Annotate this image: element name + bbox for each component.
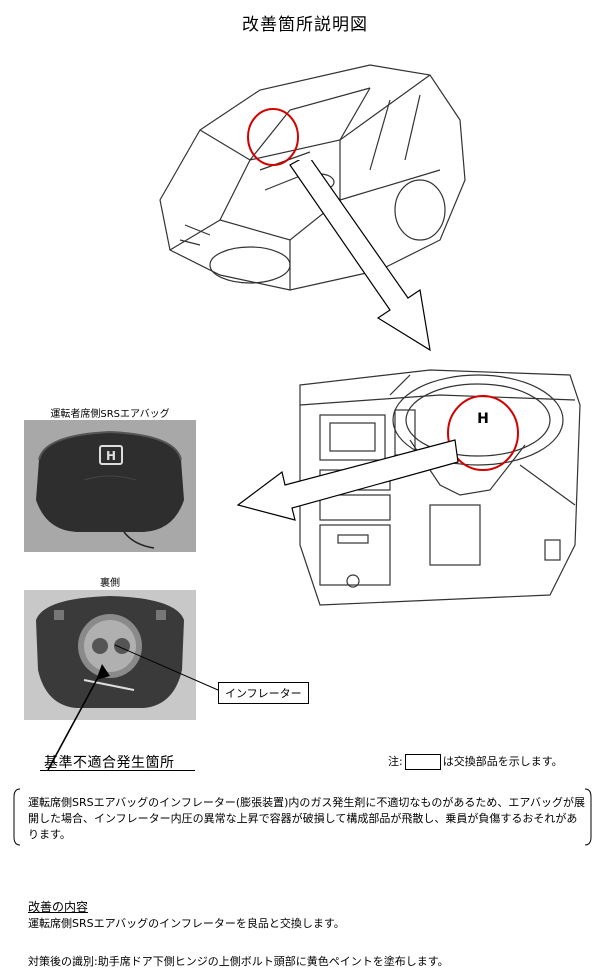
defect-underline <box>40 770 195 771</box>
svg-text:H: H <box>477 411 489 427</box>
note-legend-box <box>404 754 441 770</box>
replacement-note: 注: は交換部品を示します。 <box>388 753 563 770</box>
description-brackets <box>13 788 592 846</box>
note-suffix: は交換部品を示します。 <box>442 755 563 768</box>
airbag-back-photo <box>24 590 196 720</box>
highlight-circle-vehicle <box>247 108 299 166</box>
svg-text:H: H <box>106 449 116 463</box>
inflator-callout: インフレーター <box>218 682 309 704</box>
defect-arrow <box>47 664 110 771</box>
page-title: 改善箇所説明図 <box>242 15 368 35</box>
defect-description: 運転席側SRSエアバッグのインフレーター(膨張装置)内のガス発生剤に不適切なもの… <box>28 796 585 841</box>
dashboard-illustration: H <box>299 369 581 606</box>
arrow-dashboard-to-airbag <box>236 439 459 521</box>
identification-text: 対策後の識別:助手席ドア下側ヒンジの上側ボルト頭部に黄色ペイントを塗布します。 <box>28 955 449 968</box>
defect-location-label: 基準不適合発生箇所 <box>44 755 175 771</box>
inflator-leader-line <box>114 644 219 691</box>
highlight-circle-dashboard <box>447 395 519 471</box>
note-prefix: 注: <box>388 755 403 768</box>
improvement-heading: 改善の内容 <box>28 900 89 914</box>
front-photo-label: 運転者席側SRSエアバッグ <box>50 409 170 420</box>
improvement-text: 運転席側SRSエアバッグのインフレーターを良品と交換します。 <box>28 917 345 930</box>
back-photo-label: 裏側 <box>100 578 120 589</box>
airbag-front-photo: H <box>24 420 196 552</box>
arrow-vehicle-to-dashboard <box>289 160 431 352</box>
